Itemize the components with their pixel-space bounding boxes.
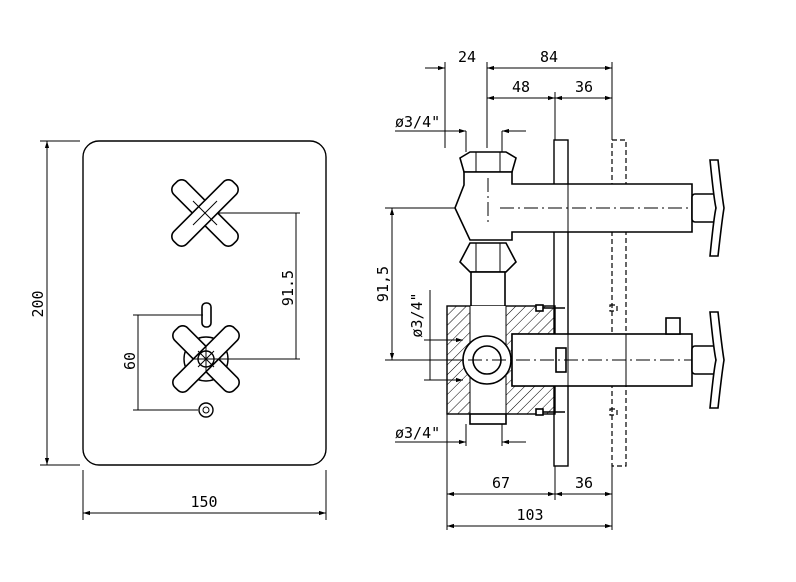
dim-36-bottom-label: 36 (575, 474, 593, 492)
front-view: 91.5 60 200 150 (29, 140, 327, 520)
dim-24-label: 24 (458, 48, 476, 66)
side-spacing-dimension: 91,5 (374, 207, 462, 361)
spout-dimension: 60 (121, 314, 203, 411)
dim-84-label: 84 (540, 48, 558, 66)
side-view: 24 84 48 36 ø3/4" (374, 48, 725, 530)
side-spacing-label: 91,5 (374, 266, 392, 302)
dim-36-bottom: 36 (555, 474, 612, 497)
front-spacing-dimension: 91.5 (218, 212, 300, 360)
front-spacing-label: 91.5 (279, 270, 297, 306)
height-label: 200 (29, 290, 47, 317)
outlet-ring (198, 402, 214, 418)
thread-mid-dimension: ø3/4" (408, 290, 463, 383)
lower-valve-body (420, 271, 725, 425)
thread-top-dimension: ø3/4" (395, 113, 526, 152)
lower-cross-handle (172, 302, 240, 418)
thread-bottom-dimension: ø3/4" (395, 424, 526, 446)
dim-67-label: 67 (492, 474, 510, 492)
dim-36-top-label: 36 (575, 78, 593, 96)
height-dimension: 200 (29, 140, 80, 466)
dim-48: 48 (487, 78, 555, 101)
width-dimension: 150 (82, 470, 327, 520)
width-label: 150 (190, 493, 217, 511)
dim-24: 24 (425, 48, 500, 71)
dim-36-top: 36 (555, 78, 612, 101)
wall-plate (553, 139, 569, 467)
upper-valve-body (454, 151, 725, 273)
dim-84: 84 (487, 48, 612, 71)
thread-bottom-label: ø3/4" (395, 424, 440, 442)
thread-mid-label: ø3/4" (408, 292, 426, 337)
dim-67: 67 (447, 474, 555, 497)
cover-plate (82, 140, 327, 466)
diverter-knob (201, 302, 212, 328)
finished-wall-dashed (611, 139, 627, 467)
dim-103-label: 103 (516, 506, 543, 524)
spout-label: 60 (121, 352, 139, 370)
thread-top-label: ø3/4" (395, 113, 440, 131)
dim-103: 103 (447, 506, 612, 529)
upper-cross-handle (171, 179, 239, 247)
dim-48-label: 48 (512, 78, 530, 96)
